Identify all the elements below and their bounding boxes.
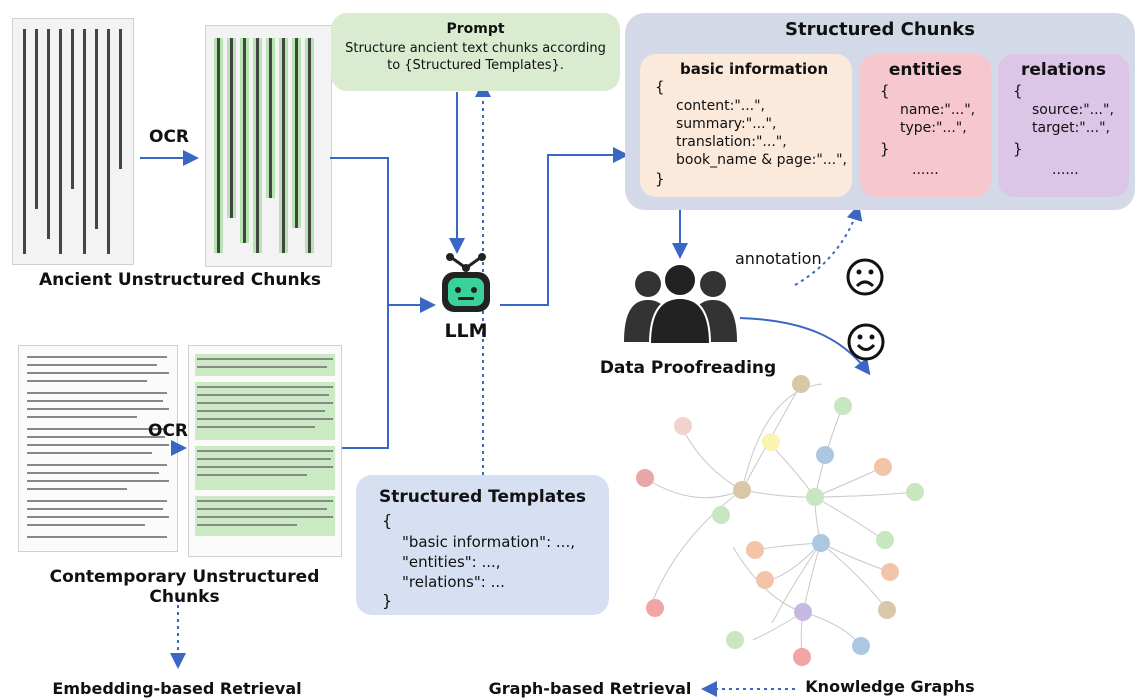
basic-information-title: basic information <box>680 60 829 78</box>
ancient-scan-raw <box>12 18 134 265</box>
sad-face-icon <box>846 258 884 296</box>
basic-open-brace: { <box>655 78 665 96</box>
ancient-text-columns <box>23 29 122 254</box>
relations-field: source:"...", <box>1032 102 1114 118</box>
annotation-label: annotation <box>735 249 822 268</box>
ancient-to-llm <box>330 157 436 313</box>
basic-field: book_name & page:"...", <box>676 152 848 168</box>
graph-retrieval-label: Graph-based Retrieval <box>488 679 692 698</box>
proofreading-to-graph <box>739 317 871 376</box>
basic-field: content:"...", <box>676 98 765 114</box>
people-icon <box>624 263 737 345</box>
templates-line: "basic information": ..., <box>402 533 575 551</box>
embedding-retrieval-label: Embedding-based Retrieval <box>52 679 302 698</box>
basic-information-card: basic information { content:"...", summa… <box>640 54 852 197</box>
knowledge-graphs-label: Knowledge Graphs <box>805 677 975 696</box>
contemporary-scan-raw <box>18 345 178 552</box>
structured-chunks-title: Structured Chunks <box>785 19 975 40</box>
llm-label: LLM <box>444 320 488 342</box>
templates-line: "relations": ... <box>402 573 505 591</box>
structured-templates-box: Structured Templates { "basic informatio… <box>356 475 609 615</box>
llm-to-chunks <box>500 147 629 306</box>
relations-close-brace: } <box>1013 140 1023 158</box>
entities-card: entities { name:"...", type:"...", } ...… <box>860 54 991 197</box>
basic-field: summary:"...", <box>676 116 777 132</box>
templates-open-brace: { <box>382 511 393 530</box>
proofreading-label: Data Proofreading <box>599 358 777 378</box>
basic-field: translation:"...", <box>676 134 787 150</box>
entities-field: type:"...", <box>900 120 967 136</box>
contemporary-text-lines-highlighted <box>195 354 335 536</box>
relations-card: relations { source:"...", target:"...", … <box>998 54 1129 197</box>
relations-open-brace: { <box>1013 82 1023 100</box>
ocr-label-top: OCR <box>149 127 190 147</box>
contemporary-scan-annotated <box>188 345 342 557</box>
robot-icon <box>442 253 490 312</box>
entities-field: name:"...", <box>900 102 976 118</box>
entities-close-brace: } <box>880 140 890 158</box>
templates-close-brace: } <box>382 591 393 610</box>
templates-title: Structured Templates <box>379 487 586 507</box>
contemporary-caption: Contemporary Unstructured Chunks <box>49 567 320 607</box>
prompt-title: Prompt <box>446 21 505 37</box>
ancient-scan-annotated <box>205 25 332 267</box>
prompt-box: Prompt Structure ancient text chunks acc… <box>331 13 620 91</box>
happy-face-icon <box>847 323 885 361</box>
basic-close-brace: } <box>655 170 665 188</box>
entities-more: ...... <box>912 162 939 178</box>
relations-more: ...... <box>1052 162 1079 178</box>
ancient-caption: Ancient Unstructured Chunks <box>39 270 321 290</box>
graph-nodes <box>636 375 924 666</box>
relations-title: relations <box>1020 60 1107 80</box>
prompt-text: Structure ancient text chunks according … <box>345 41 606 73</box>
contemporary-text-lines <box>27 356 169 538</box>
relations-field: target:"...", <box>1032 120 1110 136</box>
entities-open-brace: { <box>880 82 890 100</box>
templates-line: "entities": ..., <box>402 553 501 571</box>
ancient-text-columns-highlighted <box>214 38 314 253</box>
annotation-to-chunks <box>794 204 863 286</box>
ocr-label-bottom: OCR <box>148 421 189 441</box>
knowledge-graph <box>636 375 924 666</box>
contemporary-to-llm <box>342 305 389 449</box>
entities-title: entities <box>888 60 963 80</box>
